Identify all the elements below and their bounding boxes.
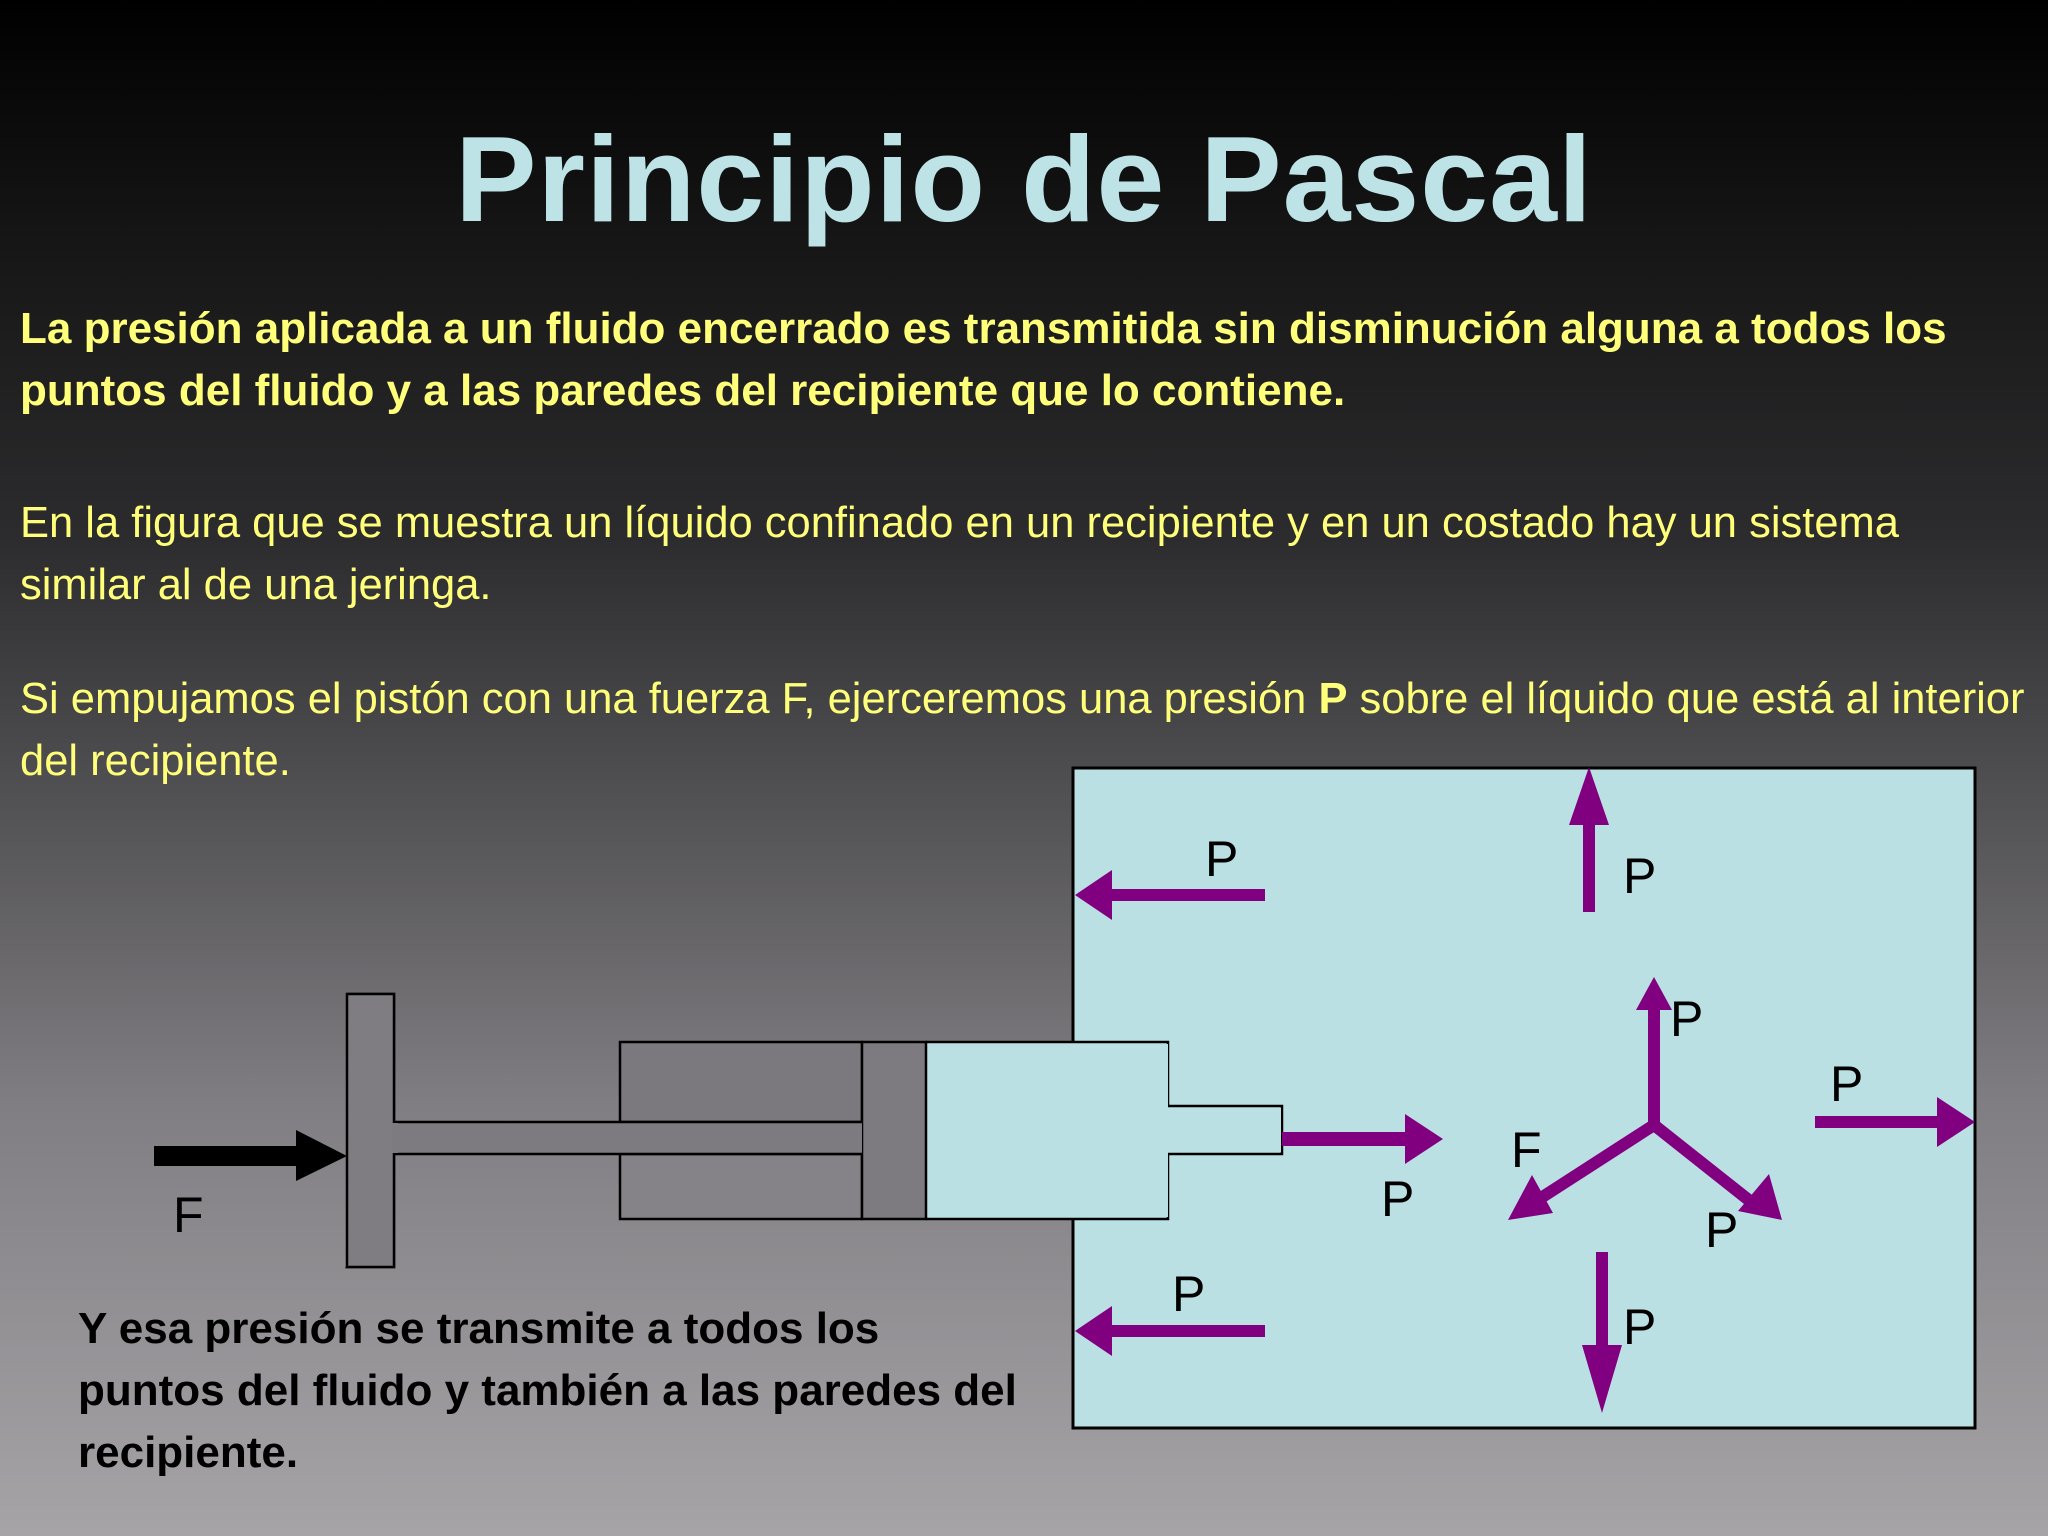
label-left-bottom: P [1172, 1266, 1205, 1322]
pressure-arrow-left-top-icon [1075, 870, 1265, 920]
piston-text-after: sobre el líquido que está al interior de… [20, 675, 2025, 785]
definition-text: La presión aplicada a un fluido encerrad… [20, 304, 1947, 415]
figure-description-text: En la figura que se muestra un líquido c… [20, 499, 1899, 609]
pressure-symbol: P [1318, 675, 1348, 723]
barrel-wall-top [618, 1040, 864, 1124]
piston [860, 1040, 928, 1221]
slide-title: Principio de Pascal [455, 111, 1593, 247]
fluid-container [1071, 766, 1977, 1430]
pressure-arrow-right-icon [1815, 1097, 1975, 1147]
label-top: P [1623, 848, 1656, 904]
transmission-caption: Y esa presión se transmite a todos los p… [78, 1304, 1017, 1477]
plunger-rod [394, 1122, 862, 1154]
label-center-up: P [1670, 991, 1703, 1047]
piston-description-text: Si empujamos el pistón con una fuerza F,… [20, 668, 2030, 792]
pressure-arrow-center-left-icon [1508, 1119, 1658, 1220]
label-nozzle: P [1381, 1171, 1414, 1227]
force-arrow-icon [154, 1130, 347, 1181]
pressure-arrow-center-right-icon [1650, 1120, 1782, 1220]
barrel-wall-bottom [618, 1152, 864, 1221]
force-label: F [173, 1187, 204, 1243]
pressure-arrow-center-up-icon [1636, 977, 1672, 1125]
label-right: P [1830, 1056, 1863, 1112]
pressure-arrow-left-bottom-icon [1075, 1306, 1265, 1356]
label-center-right: P [1705, 1202, 1738, 1258]
label-left-top: P [1205, 831, 1238, 887]
label-bottom: P [1623, 1299, 1656, 1355]
pressure-arrow-top-icon [1569, 767, 1609, 912]
syringe [345, 992, 1284, 1269]
pressure-arrow-nozzle-icon [1282, 1114, 1443, 1164]
pressure-arrow-bottom-icon [1582, 1252, 1622, 1413]
piston-text-before: Si empujamos el pistón con una fuerza F,… [20, 675, 1319, 723]
label-center-left: F [1511, 1122, 1542, 1178]
